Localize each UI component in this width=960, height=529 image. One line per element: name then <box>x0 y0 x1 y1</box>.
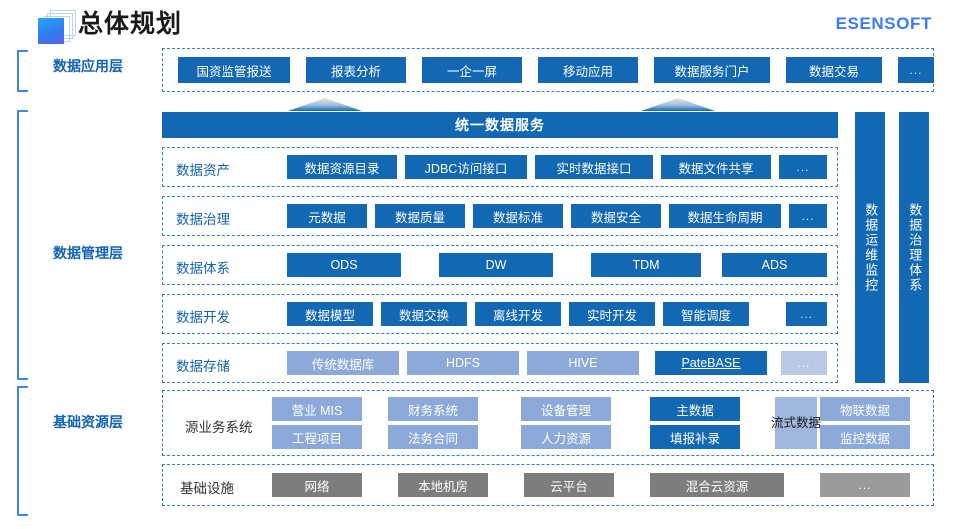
data-system-item-ods[interactable]: ODS <box>287 253 401 277</box>
storage-item-more[interactable]: ... <box>781 351 827 375</box>
storage-item-patebase-label: PateBASE <box>681 356 741 370</box>
infrastructure-item-local-datacenter[interactable]: 本地机房 <box>398 473 488 497</box>
data-system-item-tdm[interactable]: TDM <box>591 253 701 277</box>
source-system-iot-data[interactable]: 物联数据 <box>820 397 910 421</box>
bracket-foundation-layer <box>17 386 28 516</box>
development-item-model[interactable]: 数据模型 <box>287 302 373 326</box>
infrastructure-item-cloud-platform[interactable]: 云平台 <box>524 473 614 497</box>
app-item-guozi[interactable]: 国资监管报送 <box>178 57 290 83</box>
governance-item-metadata[interactable]: 元数据 <box>287 204 367 228</box>
source-system-master-data[interactable]: 主数据 <box>650 397 740 421</box>
unified-data-service-bar[interactable]: 统一数据服务 <box>162 112 838 138</box>
data-asset-item-more[interactable]: ... <box>779 155 827 179</box>
side-bar-data-governance-system[interactable]: 数据治理体系 <box>899 112 929 383</box>
storage-item-patebase[interactable]: PateBASE <box>655 351 767 375</box>
data-asset-item-catalog[interactable]: 数据资源目录 <box>287 155 397 179</box>
app-item-one-enterprise-screen[interactable]: 一企一屏 <box>422 57 522 83</box>
data-asset-item-file-share[interactable]: 数据文件共享 <box>661 155 771 179</box>
data-system-item-dw[interactable]: DW <box>439 253 553 277</box>
bracket-application-layer <box>17 50 28 92</box>
layered-squares-logo-icon <box>36 10 80 44</box>
source-system-hr[interactable]: 人力资源 <box>521 425 611 449</box>
governance-item-quality[interactable]: 数据质量 <box>375 204 465 228</box>
up-arrow-icon-left <box>288 98 362 112</box>
app-item-report-analysis[interactable]: 报表分析 <box>306 57 406 83</box>
bracket-management-layer <box>17 110 28 380</box>
data-asset-item-jdbc[interactable]: JDBC访问接口 <box>405 155 527 179</box>
development-item-exchange[interactable]: 数据交换 <box>381 302 467 326</box>
brand-logo-text: ESENSOFT <box>835 14 932 33</box>
source-system-legal-contract[interactable]: 法务合同 <box>388 425 478 449</box>
layer-label-foundation: 基础资源层 <box>53 414 123 430</box>
governance-item-security[interactable]: 数据安全 <box>571 204 661 228</box>
governance-item-more[interactable]: ... <box>789 204 827 228</box>
governance-item-standard[interactable]: 数据标准 <box>473 204 563 228</box>
row-label-data-development: 数据开发 <box>176 310 230 325</box>
source-system-stream-data[interactable]: 流式数据 <box>771 397 821 449</box>
development-item-offline[interactable]: 离线开发 <box>475 302 561 326</box>
app-item-data-exchange[interactable]: 数据交易 <box>786 57 882 83</box>
source-system-engineering-project[interactable]: 工程项目 <box>272 425 362 449</box>
source-system-monitoring-data[interactable]: 监控数据 <box>820 425 910 449</box>
storage-item-hdfs[interactable]: HDFS <box>407 351 519 375</box>
up-arrow-icon-right <box>641 98 715 112</box>
storage-item-traditional-db[interactable]: 传统数据库 <box>287 351 399 375</box>
page-header: 总体规划 ESENSOFT <box>0 0 960 44</box>
row-label-data-system: 数据体系 <box>176 261 230 276</box>
storage-item-hive[interactable]: HIVE <box>527 351 639 375</box>
source-system-equipment[interactable]: 设备管理 <box>521 397 611 421</box>
app-item-mobile-app[interactable]: 移动应用 <box>538 57 638 83</box>
infrastructure-item-more[interactable]: ... <box>820 473 910 497</box>
row-label-source-systems: 源业务系统 <box>185 420 253 435</box>
row-label-data-storage: 数据存储 <box>176 359 230 374</box>
layer-label-management: 数据管理层 <box>53 245 123 261</box>
app-item-data-service-portal[interactable]: 数据服务门户 <box>654 57 770 83</box>
data-asset-item-realtime-api[interactable]: 实时数据接口 <box>535 155 653 179</box>
development-item-more[interactable]: ... <box>786 302 827 326</box>
data-system-item-ads[interactable]: ADS <box>722 253 827 277</box>
governance-item-lifecycle[interactable]: 数据生命周期 <box>669 204 781 228</box>
source-system-data-entry[interactable]: 填报补录 <box>650 425 740 449</box>
row-label-infrastructure: 基础设施 <box>180 481 234 496</box>
page-title: 总体规划 <box>78 10 183 38</box>
layer-label-application: 数据应用层 <box>53 58 123 74</box>
infrastructure-item-network[interactable]: 网络 <box>272 473 362 497</box>
source-system-mis[interactable]: 营业 MIS <box>272 397 362 421</box>
row-label-data-governance: 数据治理 <box>176 212 230 227</box>
row-label-data-asset: 数据资产 <box>176 163 230 178</box>
source-system-finance[interactable]: 财务系统 <box>388 397 478 421</box>
infrastructure-item-hybrid-cloud[interactable]: 混合云资源 <box>650 473 784 497</box>
side-bar-data-ops-monitoring[interactable]: 数据运维监控 <box>855 112 885 383</box>
development-item-realtime[interactable]: 实时开发 <box>569 302 655 326</box>
app-item-more[interactable]: ... <box>898 57 934 83</box>
development-item-scheduling[interactable]: 智能调度 <box>663 302 749 326</box>
